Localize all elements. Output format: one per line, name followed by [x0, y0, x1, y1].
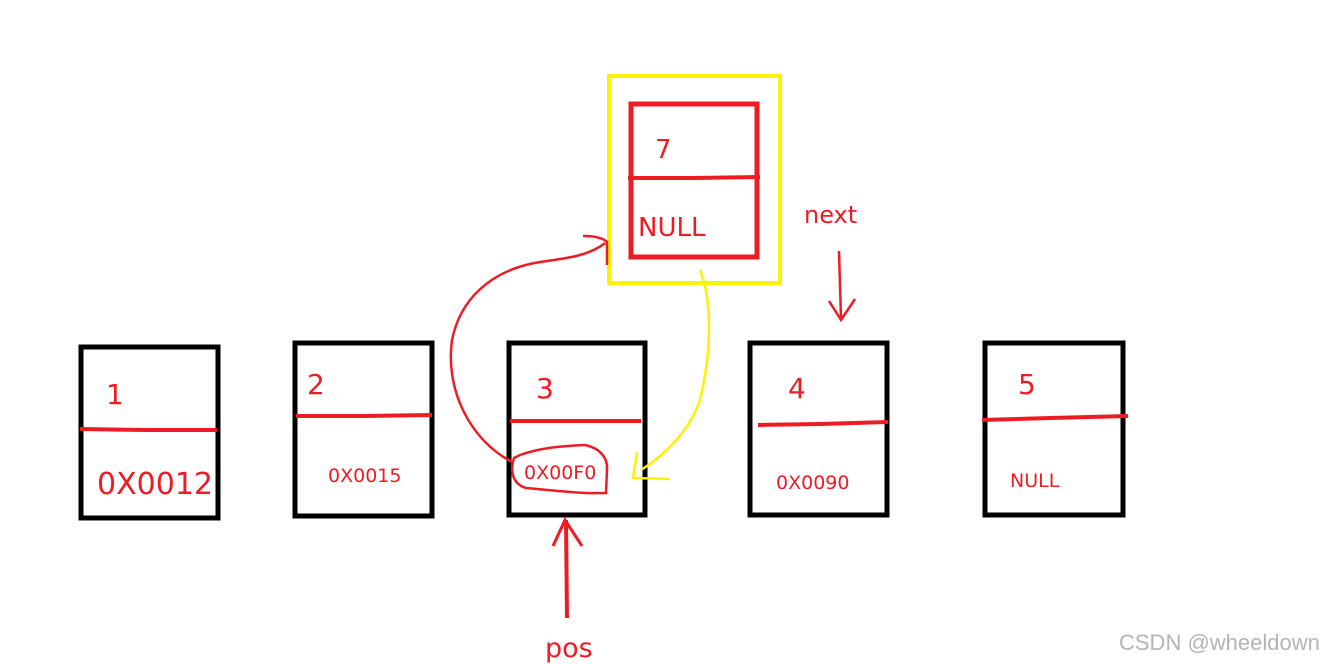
- pos-arrow: [564, 519, 569, 619]
- node-3-box: [506, 340, 648, 518]
- node-4-divider: [757, 420, 889, 427]
- arrowhead-new-node: [582, 234, 609, 265]
- node-5-data: 5: [1018, 368, 1036, 401]
- new-node: 7 NULL: [607, 74, 782, 285]
- node-4-box: [747, 340, 890, 518]
- new-node-highlight: [607, 74, 782, 285]
- link-arrow-pos-to-new: [449, 242, 606, 464]
- list-node-4: 4 0X0090: [747, 340, 890, 518]
- pos-next-circle: [510, 443, 609, 495]
- node-3-next: 0X00F0: [524, 462, 596, 484]
- node-2-next: 0X0015: [328, 465, 401, 487]
- node-5-next: NULL: [1010, 470, 1060, 492]
- next-arrowhead: [827, 298, 857, 323]
- pos-pointer: pos: [545, 516, 593, 664]
- next-pointer: next: [804, 201, 857, 323]
- node-4-next: 0X0090: [776, 472, 849, 494]
- next-label: next: [804, 201, 857, 229]
- new-node-data: 7: [655, 135, 672, 165]
- new-node-divider: [628, 175, 761, 180]
- node-5-box: [982, 340, 1126, 518]
- list-node-2: 2 0X0015: [292, 340, 435, 519]
- node-1-box: [78, 344, 221, 521]
- pos-arrowhead: [551, 516, 584, 547]
- new-node-next: NULL: [638, 213, 706, 243]
- pos-label: pos: [545, 633, 593, 664]
- watermark: CSDN @wheeldown: [1119, 630, 1320, 655]
- node-2-divider: [296, 413, 433, 418]
- arrowhead-yellow: [631, 451, 671, 481]
- list-node-3: 3 0X00F0: [506, 340, 648, 518]
- node-2-box: [292, 340, 435, 519]
- node-4-data: 4: [788, 372, 806, 405]
- list-node-5: 5 NULL: [981, 340, 1129, 518]
- node-1-divider: [79, 427, 217, 432]
- next-arrow: [837, 250, 843, 319]
- new-node-box: [628, 101, 760, 260]
- node-1-data: 1: [106, 378, 124, 411]
- node-1-next: 0X0012: [97, 467, 213, 502]
- node-5-divider: [981, 414, 1129, 422]
- node-3-data: 3: [536, 372, 554, 405]
- link-arrow-new-to-next: [640, 269, 711, 472]
- node-2-data: 2: [307, 368, 325, 401]
- list-node-1: 1 0X0012: [78, 344, 221, 521]
